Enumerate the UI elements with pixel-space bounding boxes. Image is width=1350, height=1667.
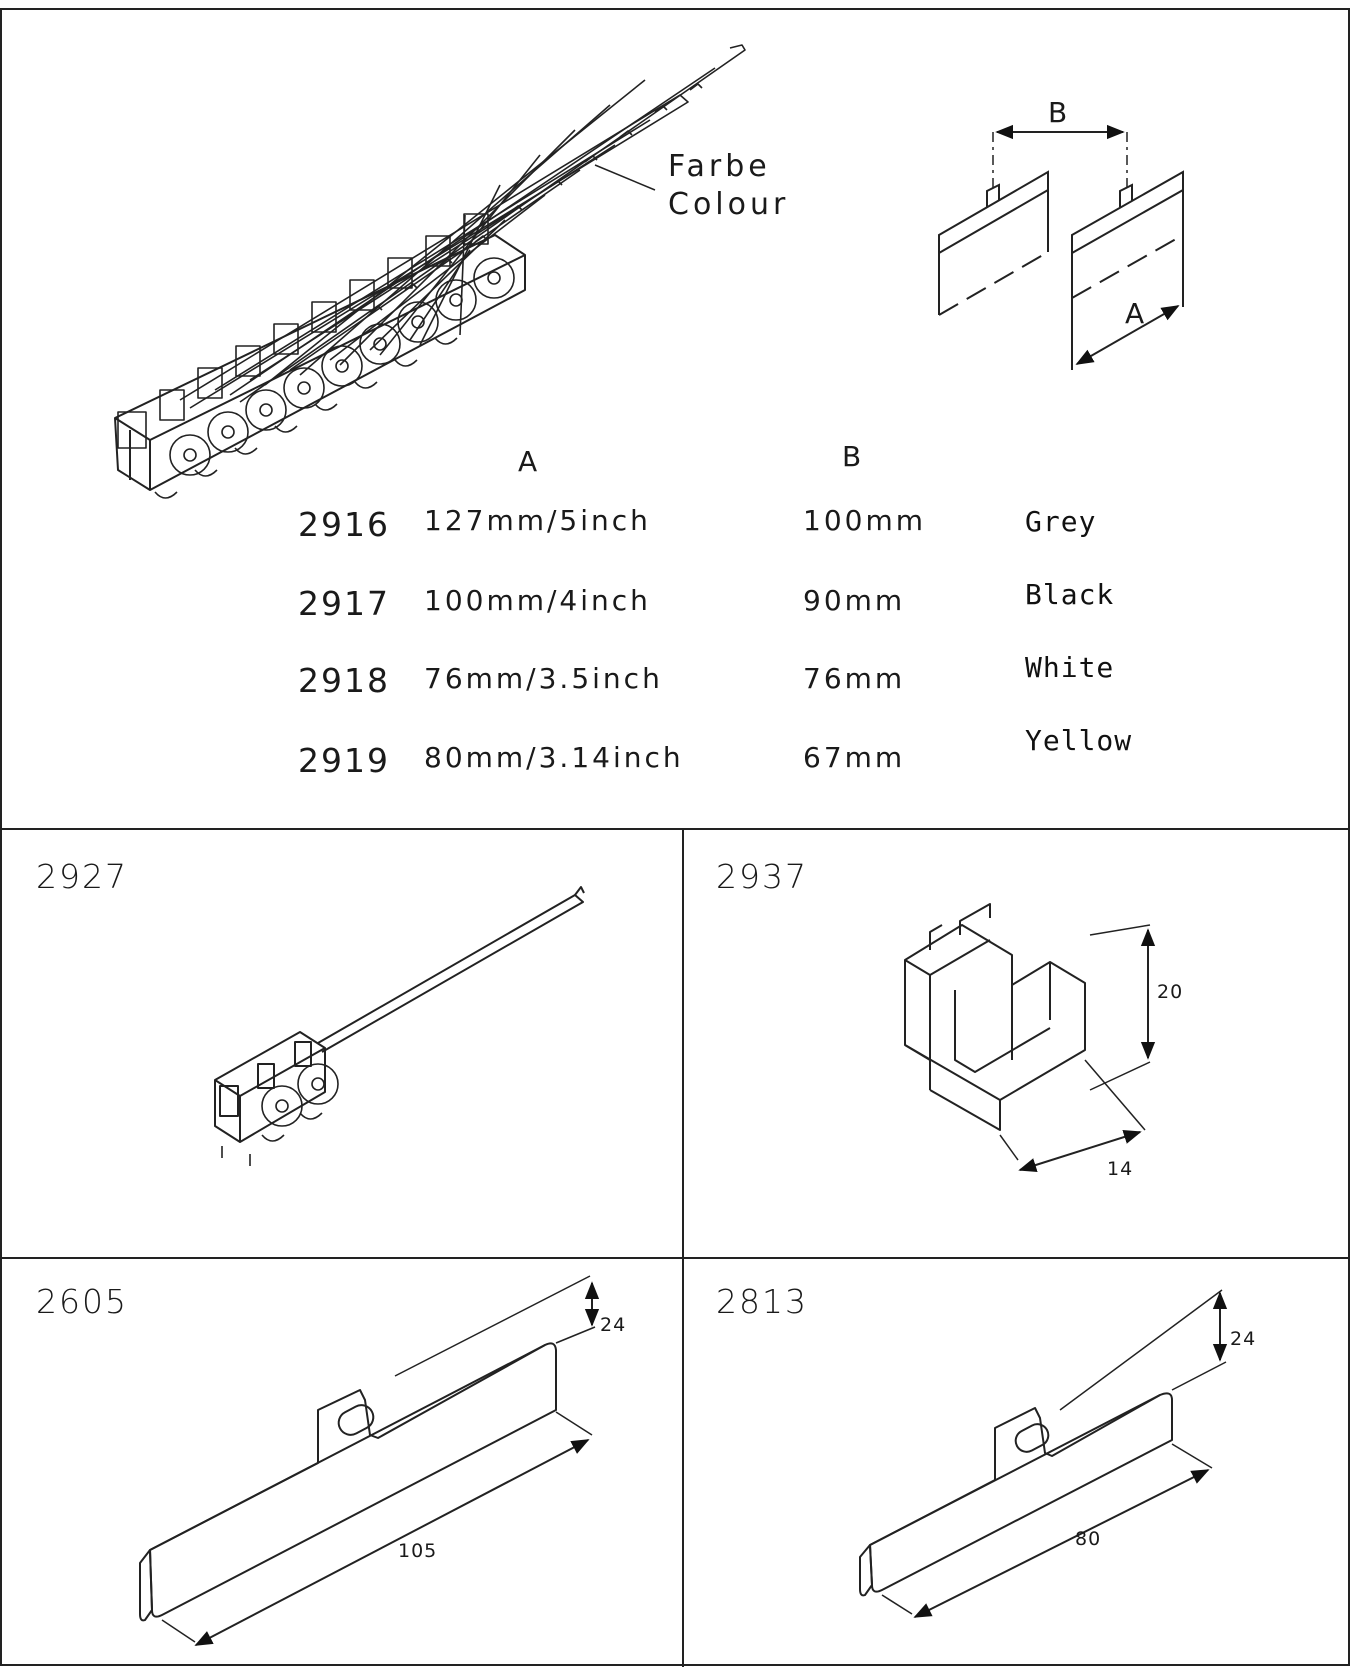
part-2605-drawing <box>139 1275 600 1646</box>
row-colour: Grey <box>1025 505 1097 538</box>
column-a-header: A <box>518 445 541 478</box>
part-2605-code: 2605 <box>36 1282 128 1321</box>
row-a-value: 127mm/5inch <box>424 504 651 537</box>
part-2813-code: 2813 <box>716 1282 808 1321</box>
part-2937-height-dim: 20 <box>1157 981 1184 1003</box>
row-code: 2919 <box>298 741 390 780</box>
sheet-frame <box>0 8 1350 1667</box>
part-2927-drawing <box>214 886 585 1166</box>
part-2813-height-dim: 24 <box>1230 1328 1257 1350</box>
carrier-chain-drawing <box>114 44 746 499</box>
row-b-value: 76mm <box>803 662 906 695</box>
part-2927-code: 2927 <box>36 857 128 896</box>
part-2937-drawing <box>904 903 1156 1172</box>
part-2937-code: 2937 <box>716 857 808 896</box>
row-code: 2918 <box>298 661 390 700</box>
part-2605-height-dim: 24 <box>600 1314 627 1336</box>
row-a-value: 100mm/4inch <box>424 584 651 617</box>
row-a-value: 80mm/3.14inch <box>424 741 684 774</box>
part-2937-width-dim: 14 <box>1107 1158 1134 1180</box>
row-code: 2916 <box>298 505 390 544</box>
row-b-value: 90mm <box>803 584 906 617</box>
row-colour: Yellow <box>1025 724 1133 757</box>
row-colour: Black <box>1025 578 1115 611</box>
row-a-value: 76mm/3.5inch <box>424 662 663 695</box>
part-2813-drawing <box>859 1289 1228 1618</box>
row-colour: White <box>1025 651 1115 684</box>
callout-colour: Colour <box>668 187 790 222</box>
row-code: 2917 <box>298 584 390 623</box>
part-2813-length-dim: 80 <box>1075 1528 1102 1550</box>
slat-dim-a: A <box>1125 297 1148 330</box>
slat-spacing-diagram <box>938 124 1184 370</box>
row-b-value: 100mm <box>803 504 926 537</box>
slat-dim-b: B <box>1048 96 1071 129</box>
callout-farbe: Farbe <box>668 149 771 184</box>
row-b-value: 67mm <box>803 741 906 774</box>
part-2605-length-dim: 105 <box>398 1540 438 1562</box>
column-b-header: B <box>842 440 865 473</box>
